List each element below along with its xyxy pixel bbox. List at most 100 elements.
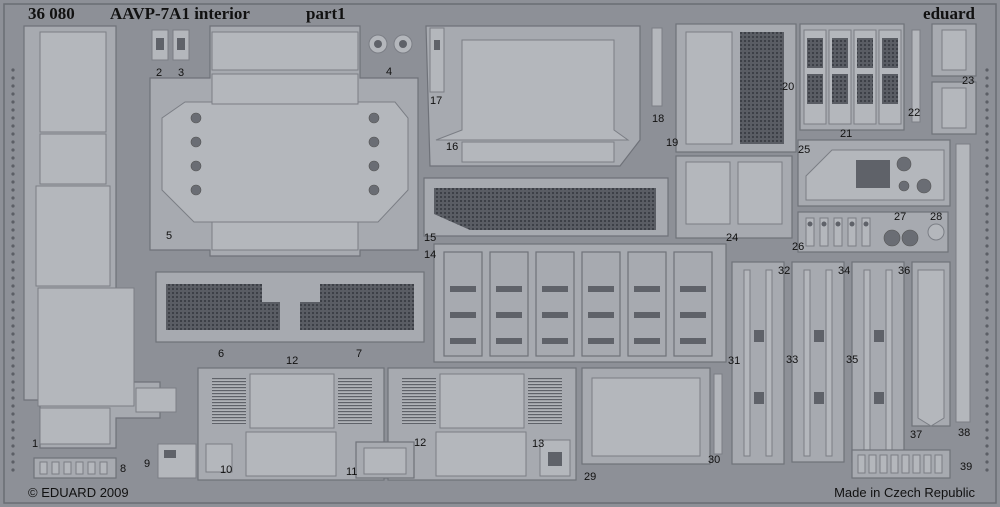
edge-hole	[985, 180, 989, 184]
part-label: 38	[958, 427, 970, 439]
part-label: 7	[356, 348, 362, 360]
part-label: 11	[346, 466, 357, 478]
frame-bar	[680, 338, 706, 344]
part-label: 26	[792, 241, 804, 253]
edge-hole	[11, 372, 15, 376]
edge-hole	[985, 340, 989, 344]
switch	[819, 217, 829, 247]
strip-bracket	[814, 392, 824, 404]
edge-hole	[985, 404, 989, 408]
edge-hole	[985, 388, 989, 392]
edge-hole	[985, 204, 989, 208]
edge-hole	[985, 348, 989, 352]
edge-hole	[985, 444, 989, 448]
small-bit	[51, 461, 60, 475]
edge-hole	[11, 380, 15, 384]
frame-bar	[588, 312, 614, 318]
part-label: 12	[414, 437, 426, 449]
part-label: 37	[910, 429, 922, 441]
edge-hole	[11, 100, 15, 104]
part-label: 8	[120, 463, 126, 475]
switch	[805, 217, 815, 247]
edge-hole	[985, 236, 989, 240]
small-bit	[99, 461, 108, 475]
part-label: 6	[218, 348, 224, 360]
rivet-hole	[190, 112, 202, 124]
instrument-grille	[807, 38, 823, 68]
edge-hole	[11, 388, 15, 392]
edge-hole	[985, 412, 989, 416]
switch	[861, 217, 871, 247]
edge-hole	[11, 436, 15, 440]
edge-hole	[11, 460, 15, 464]
edge-hole	[985, 332, 989, 336]
strip-bracket	[874, 330, 884, 342]
strip	[803, 269, 811, 457]
part-label: 16	[446, 141, 458, 153]
edge-hole	[11, 444, 15, 448]
edge-hole	[11, 220, 15, 224]
edge-hole	[11, 452, 15, 456]
edge-hole	[985, 76, 989, 80]
edge-hole	[985, 364, 989, 368]
edge-hole	[11, 308, 15, 312]
part-label: 36	[898, 265, 910, 277]
part-1	[23, 25, 177, 449]
rivet-hole	[190, 160, 202, 172]
part-label: 19	[666, 137, 678, 149]
small-bit	[63, 461, 72, 475]
edge-hole	[11, 164, 15, 168]
part-label: 1	[32, 438, 38, 450]
edge-hole	[11, 420, 15, 424]
small-bit	[879, 454, 888, 474]
part-24	[675, 155, 793, 239]
frame-bar	[450, 286, 476, 292]
part-label: 17	[430, 95, 442, 107]
frame-bar	[450, 312, 476, 318]
instrument-grille	[857, 74, 873, 104]
part-label: 34	[838, 265, 850, 277]
edge-hole	[11, 132, 15, 136]
part-label: 23	[962, 75, 974, 87]
part-label: 39	[960, 461, 972, 473]
edge-hole	[11, 212, 15, 216]
edge-hole	[985, 124, 989, 128]
edge-hole	[985, 212, 989, 216]
frame-bar	[680, 286, 706, 292]
instrument-grille	[857, 38, 873, 68]
part-number-labels: 1 2 3 4 5 6 7 8 9 10 11 12 12 13 14 15 1…	[32, 66, 974, 483]
part-label: 9	[144, 458, 150, 470]
edge-hole	[985, 380, 989, 384]
frame	[535, 251, 575, 357]
edge-hole	[11, 124, 15, 128]
edge-hole	[11, 292, 15, 296]
part-label: 32	[778, 265, 790, 277]
edge-hole	[985, 300, 989, 304]
edge-hole	[11, 332, 15, 336]
part-label: 30	[708, 454, 720, 466]
edge-hole	[985, 284, 989, 288]
edge-hole	[11, 412, 15, 416]
edge-hole	[11, 116, 15, 120]
strip-bracket	[754, 392, 764, 404]
small-bit	[890, 454, 899, 474]
edge-hole	[985, 244, 989, 248]
frame-bar	[634, 338, 660, 344]
edge-hole	[985, 468, 989, 472]
copyright-text: © EDUARD 2009	[28, 485, 129, 500]
edge-hole	[11, 188, 15, 192]
small-bit	[868, 454, 877, 474]
edge-hole	[985, 68, 989, 72]
frame	[673, 251, 713, 357]
part-label: 22	[908, 107, 920, 119]
part-label: 2	[156, 67, 162, 79]
edge-hole	[985, 148, 989, 152]
brand-logo-text: eduard	[923, 4, 976, 23]
rivet-hole	[190, 136, 202, 148]
switch	[833, 217, 843, 247]
part-25	[797, 139, 951, 207]
frame-bar	[588, 286, 614, 292]
edge-hole	[985, 372, 989, 376]
rivet-hole	[368, 184, 380, 196]
